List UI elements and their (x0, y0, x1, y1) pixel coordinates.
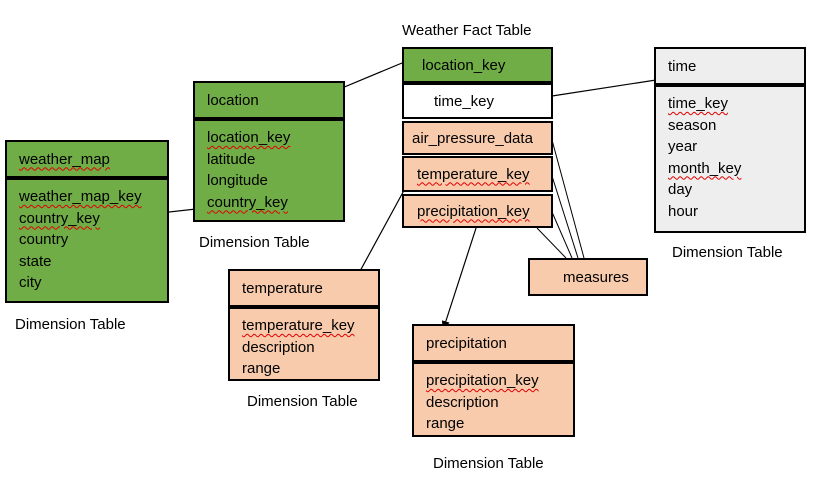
time-caption: Dimension Table (672, 244, 783, 261)
fact-table-title: Weather Fact Table (402, 22, 532, 39)
time-header: time (654, 47, 806, 85)
fact-row-precipitation-key: precipitation_key (402, 194, 553, 228)
fact-row-label: temperature_key (417, 165, 530, 183)
field: range (426, 415, 465, 432)
fact-row-label: location_key (422, 56, 506, 74)
field: precipitation_key (426, 372, 539, 389)
field: country (19, 231, 69, 248)
line-measures-4 (536, 227, 567, 259)
fact-row-label: air_pressure_data (412, 129, 533, 147)
field: hour (668, 202, 699, 220)
weather-map-caption: Dimension Table (15, 316, 126, 333)
line-measures-3 (551, 211, 573, 259)
fact-row-time-key: time_key (402, 83, 553, 119)
field: description (242, 338, 315, 356)
weather-map-title: weather_map (19, 150, 110, 168)
field: temperature_key (242, 317, 355, 334)
fact-row-label: precipitation_key (417, 202, 530, 220)
fact-row-location-key: location_key (402, 47, 553, 83)
precipitation-caption: Dimension Table (433, 455, 544, 472)
precipitation-header: precipitation (412, 324, 575, 362)
temperature-caption: Dimension Table (247, 393, 358, 410)
temperature-header: temperature (228, 269, 380, 307)
weather-map-fields: weather_map_key country_key country stat… (5, 178, 169, 303)
field: latitude (207, 150, 256, 168)
location-caption: Dimension Table (199, 234, 310, 251)
location-header: location (193, 81, 345, 119)
field: location_key (207, 129, 291, 146)
field: month_key (668, 159, 742, 177)
field: year (668, 138, 698, 155)
fact-row-air-pressure: air_pressure_data (402, 121, 553, 155)
measures-box: measures (528, 258, 648, 296)
line-measures-2 (551, 175, 579, 259)
field: season (668, 116, 717, 134)
field: longitude (207, 172, 268, 189)
arrow-time-key (551, 75, 670, 97)
location-title: location (207, 91, 259, 109)
field: state (19, 252, 52, 270)
precipitation-fields: precipitation_key description range (412, 362, 575, 437)
weather-map-header: weather_map (5, 140, 169, 178)
fact-row-temperature-key: temperature_key (402, 156, 553, 192)
field: range (242, 360, 281, 377)
field: description (426, 393, 499, 411)
measures-label: measures (563, 268, 629, 286)
field: country_key (207, 193, 288, 211)
field: day (668, 181, 693, 198)
field: weather_map_key (19, 188, 142, 205)
field: city (19, 274, 42, 291)
fact-row-label: time_key (434, 92, 495, 110)
precipitation-title: precipitation (426, 334, 507, 352)
time-fields: time_key season year month_key day hour (654, 85, 806, 233)
temperature-title: temperature (242, 279, 323, 297)
field: country_key (19, 209, 100, 227)
time-title: time (668, 57, 697, 75)
temperature-fields: temperature_key description range (228, 307, 380, 381)
field: time_key (668, 95, 729, 112)
arrow-precipitation-key (441, 221, 479, 331)
location-fields: location_key latitude longitude country_… (193, 119, 345, 222)
line-measures-1 (551, 139, 585, 259)
